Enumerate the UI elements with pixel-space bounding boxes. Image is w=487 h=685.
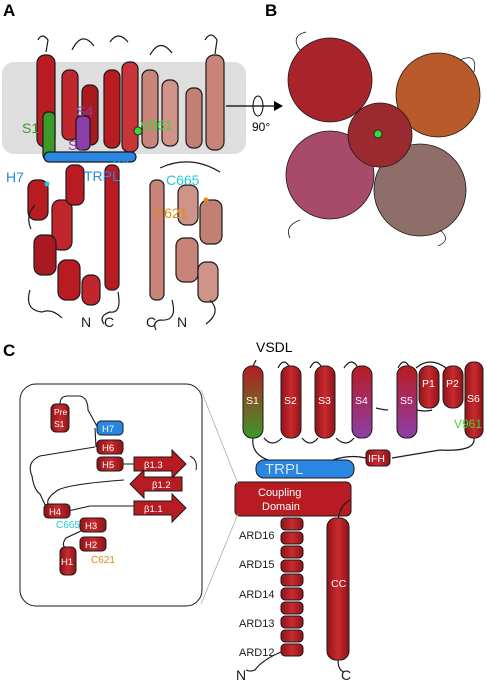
label-s4: S4 [76, 103, 93, 119]
coupling-domain [234, 481, 352, 517]
beta-1-1 [133, 492, 187, 524]
helix-p2 [442, 365, 464, 409]
zoom-guide-top [200, 389, 239, 485]
ard16-label: ARD16 [239, 530, 274, 542]
pre-s1-label-1: Pre [54, 407, 68, 417]
pre-s1-label-2: S1 [54, 419, 65, 429]
label-v961: V961 [140, 117, 173, 133]
inset-h6 [96, 439, 124, 455]
ard12-label: ARD12 [239, 647, 274, 659]
panel-a-label: A [3, 1, 15, 20]
beta-1-3-label: β1.3 [144, 460, 163, 471]
helix-s5-label: S5 [400, 395, 413, 407]
tetramer-mauve [285, 130, 375, 220]
coupling-label-2: Domain [262, 501, 300, 513]
inset-h4-label: H4 [49, 507, 61, 518]
c621-marker [203, 197, 209, 203]
inset-c621-label: C621 [91, 555, 115, 566]
ard13-label: ARD13 [239, 618, 274, 630]
pore-v961-marker [373, 129, 383, 139]
beta-1-2-label: β1.2 [152, 480, 171, 491]
inset-h3 [79, 517, 107, 533]
tetramer-grey [373, 143, 467, 237]
inset-frame [19, 383, 203, 607]
helix-s1-label: S1 [246, 395, 259, 407]
tetramer-orange [395, 52, 481, 138]
panel-b-label: B [265, 1, 277, 20]
label-s1: S1 [22, 120, 39, 136]
ard15-label: ARD15 [239, 559, 274, 571]
label-c665: C665 [166, 172, 200, 188]
inset-h5-label: H5 [102, 460, 114, 471]
label-c621: C621 [154, 205, 188, 221]
helix-s5 [396, 365, 418, 439]
inset-h4 [43, 503, 71, 519]
vsdl-label: VSDL [256, 339, 293, 355]
beta-1-1-label: β1.1 [144, 504, 163, 515]
inset-h7 [96, 420, 124, 436]
panel-c-label: C [3, 341, 15, 360]
helix-s3-label: S3 [318, 395, 331, 407]
helix-s6-label: S6 [467, 393, 480, 405]
helix-p2-label: P2 [446, 378, 459, 390]
left-subunit [27, 35, 139, 325]
label-h7: H7 [6, 169, 24, 185]
coupling-label-1: Coupling [258, 487, 301, 499]
label-n-left: N [81, 314, 91, 330]
label-trpl: TRPL [84, 168, 120, 184]
v961-marker [133, 126, 143, 136]
coupling-domain-inset: Pre S1 H7 H6 H5 H4 H3 H2 H1 β1.3 β1.2 β1… [19, 383, 203, 607]
ard-stack [280, 517, 304, 657]
inset-h2 [79, 536, 107, 552]
c-terminus-label: C [341, 667, 351, 683]
helix-s3 [314, 365, 336, 439]
inset-h6-label: H6 [102, 443, 114, 454]
beta-1-3 [133, 448, 187, 480]
panel-a-structure: S1 S4 S5 S6 V961 H7 TRPL C665 C621 N C C… [2, 34, 283, 331]
ifh-label: IFH [368, 453, 385, 465]
label-c-right: C [146, 314, 156, 330]
rotation-arrow: 90° [226, 95, 283, 134]
helix-s4-label: S4 [355, 395, 368, 407]
rotation-label: 90° [252, 120, 270, 134]
trpl-helix [255, 459, 355, 479]
inset-c665-label: C665 [56, 520, 80, 531]
trpl-label: TRPL [265, 461, 303, 478]
inset-h3-label: H3 [85, 521, 97, 532]
label-n-right: N [177, 314, 187, 330]
zoom-guide-bottom [200, 513, 239, 605]
tetramer-red [287, 37, 373, 123]
inset-h2-label: H2 [85, 540, 97, 551]
right-subunit [141, 34, 225, 331]
helix-s2 [280, 365, 302, 439]
panel-b-structure [285, 31, 481, 247]
label-s6: S6 [112, 150, 129, 166]
label-c-left: C [104, 314, 114, 330]
pre-s1-helix [50, 403, 70, 433]
c665-marker-left [44, 181, 50, 187]
v961-label: V961 [454, 417, 482, 431]
helix-p1 [418, 365, 440, 409]
inset-h1 [59, 546, 77, 576]
inset-h1-label: H1 [61, 557, 73, 568]
inset-h7-label: H7 [102, 424, 114, 435]
helix-s2-label: S2 [284, 395, 297, 407]
label-s5: S5 [68, 137, 85, 153]
topology-diagram: VSDL S1 S2 S3 S4 S5 P1 P2 S6 V961 IFH [200, 339, 484, 683]
beta-1-2 [129, 468, 183, 500]
cc-label: CC [331, 578, 347, 590]
helix-s4 [351, 365, 373, 439]
ard14-label: ARD14 [239, 589, 274, 601]
helix-p1-label: P1 [422, 378, 435, 390]
n-terminus-label: N [236, 667, 246, 683]
inset-h5 [96, 456, 124, 472]
